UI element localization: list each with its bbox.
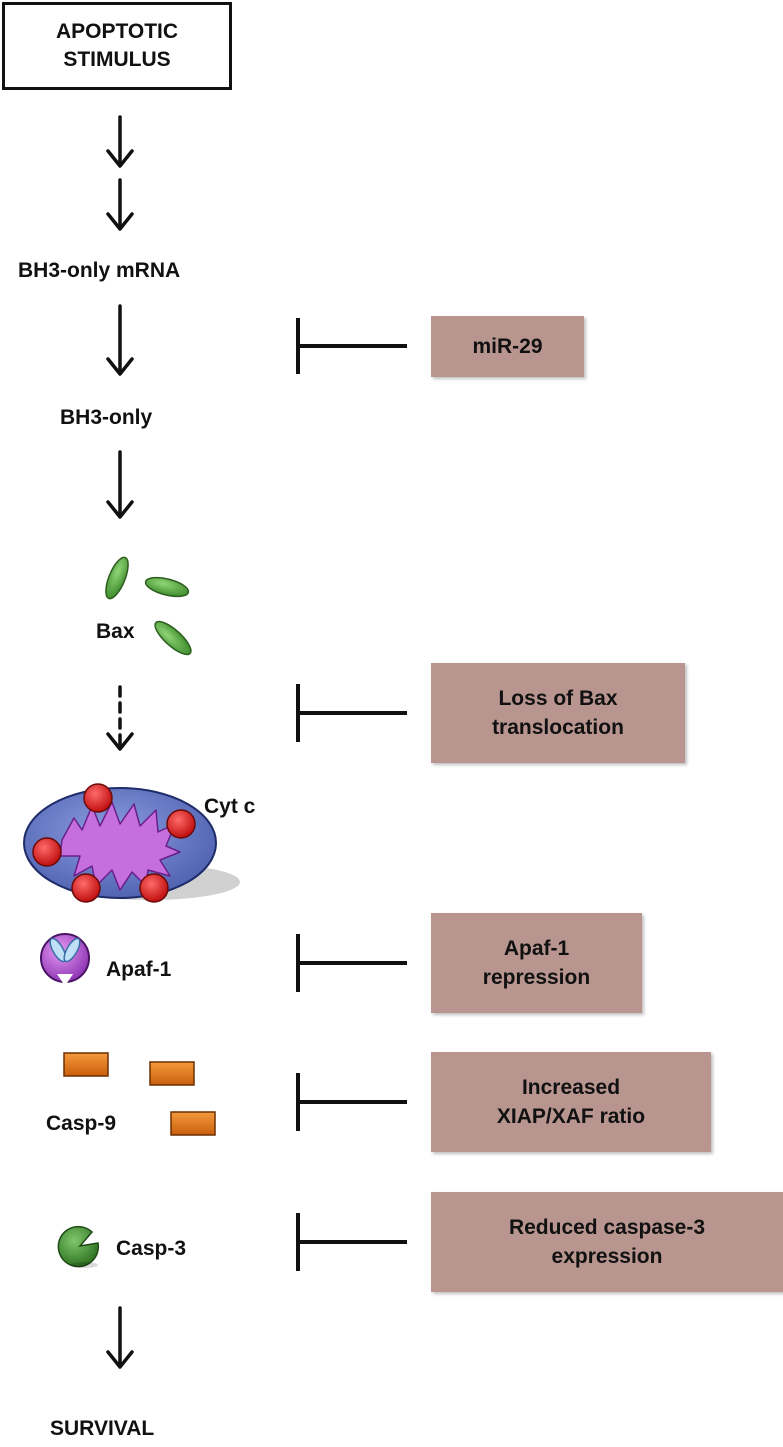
survival-label: SURVIVAL [50,1417,155,1440]
inhibitor-line1: Apaf-1 [503,937,570,960]
stimulus-line1: APOPTOTIC [55,20,179,43]
arrow-down-icon [106,1306,134,1369]
inhibitor-box-xiap-xaf: Increased XIAP/XAF ratio [431,1052,711,1152]
bax-label: Bax [96,620,135,643]
mitochondrion-icon [23,787,240,900]
cytochrome-c-icon [139,873,169,903]
inhibition-bar-icon [296,1213,407,1271]
casp9-protein-icon [149,1061,195,1086]
inhibitor-line1: miR-29 [472,335,543,358]
arrow-down-icon [106,178,134,231]
inhibition-bar-icon [296,318,407,374]
arrow-down-icon [106,304,134,376]
bh3-mrna-label: BH3-only mRNA [18,259,181,282]
cytc-label: Cyt c [204,795,256,818]
cytochrome-c-icon [71,873,101,903]
stimulus-box: APOPTOTIC STIMULUS [2,2,232,90]
inhibitor-line1: Increased [521,1076,621,1099]
apaf1-protein-icon [40,933,90,986]
inhibitor-line2: expression [551,1245,663,1268]
inhibitor-line1: Reduced caspase-3 [508,1216,706,1239]
stimulus-line2: STIMULUS [63,48,171,71]
bax-protein-icon [105,556,129,600]
arrow-down-icon [106,115,134,168]
dashed-arrow-down-icon [106,685,134,751]
casp9-label: Casp-9 [46,1112,117,1135]
inhibitor-box-bax-translocation: Loss of Bax translocation [431,663,685,763]
cytochrome-c-icon [83,783,113,813]
inhibitor-line2: XIAP/XAF ratio [496,1105,646,1128]
apaf1-label: Apaf-1 [106,958,172,981]
bax-protein-icon [144,576,190,598]
cytochrome-c-icon [166,809,196,839]
inhibitor-line2: translocation [492,716,624,739]
casp3-label: Casp-3 [116,1237,187,1260]
inhibitor-box-apaf1-repression: Apaf-1 repression [431,913,642,1013]
casp9-protein-icon [170,1111,216,1136]
cytochrome-c-icon [32,837,62,867]
inhibitor-box-mir29: miR-29 [431,316,584,377]
casp9-protein-icon [63,1052,109,1077]
inhibition-bar-icon [296,684,407,742]
bh3-only-label: BH3-only [60,406,153,429]
inhibitor-line2: repression [482,966,591,989]
inhibition-bar-icon [296,934,407,992]
casp3-protein-icon [57,1225,100,1268]
inhibition-bar-icon [296,1073,407,1131]
inhibitor-box-caspase3: Reduced caspase-3 expression [431,1192,783,1292]
arrow-down-icon [106,450,134,519]
bax-protein-icon [154,620,192,656]
inhibitor-line1: Loss of Bax [498,687,618,710]
